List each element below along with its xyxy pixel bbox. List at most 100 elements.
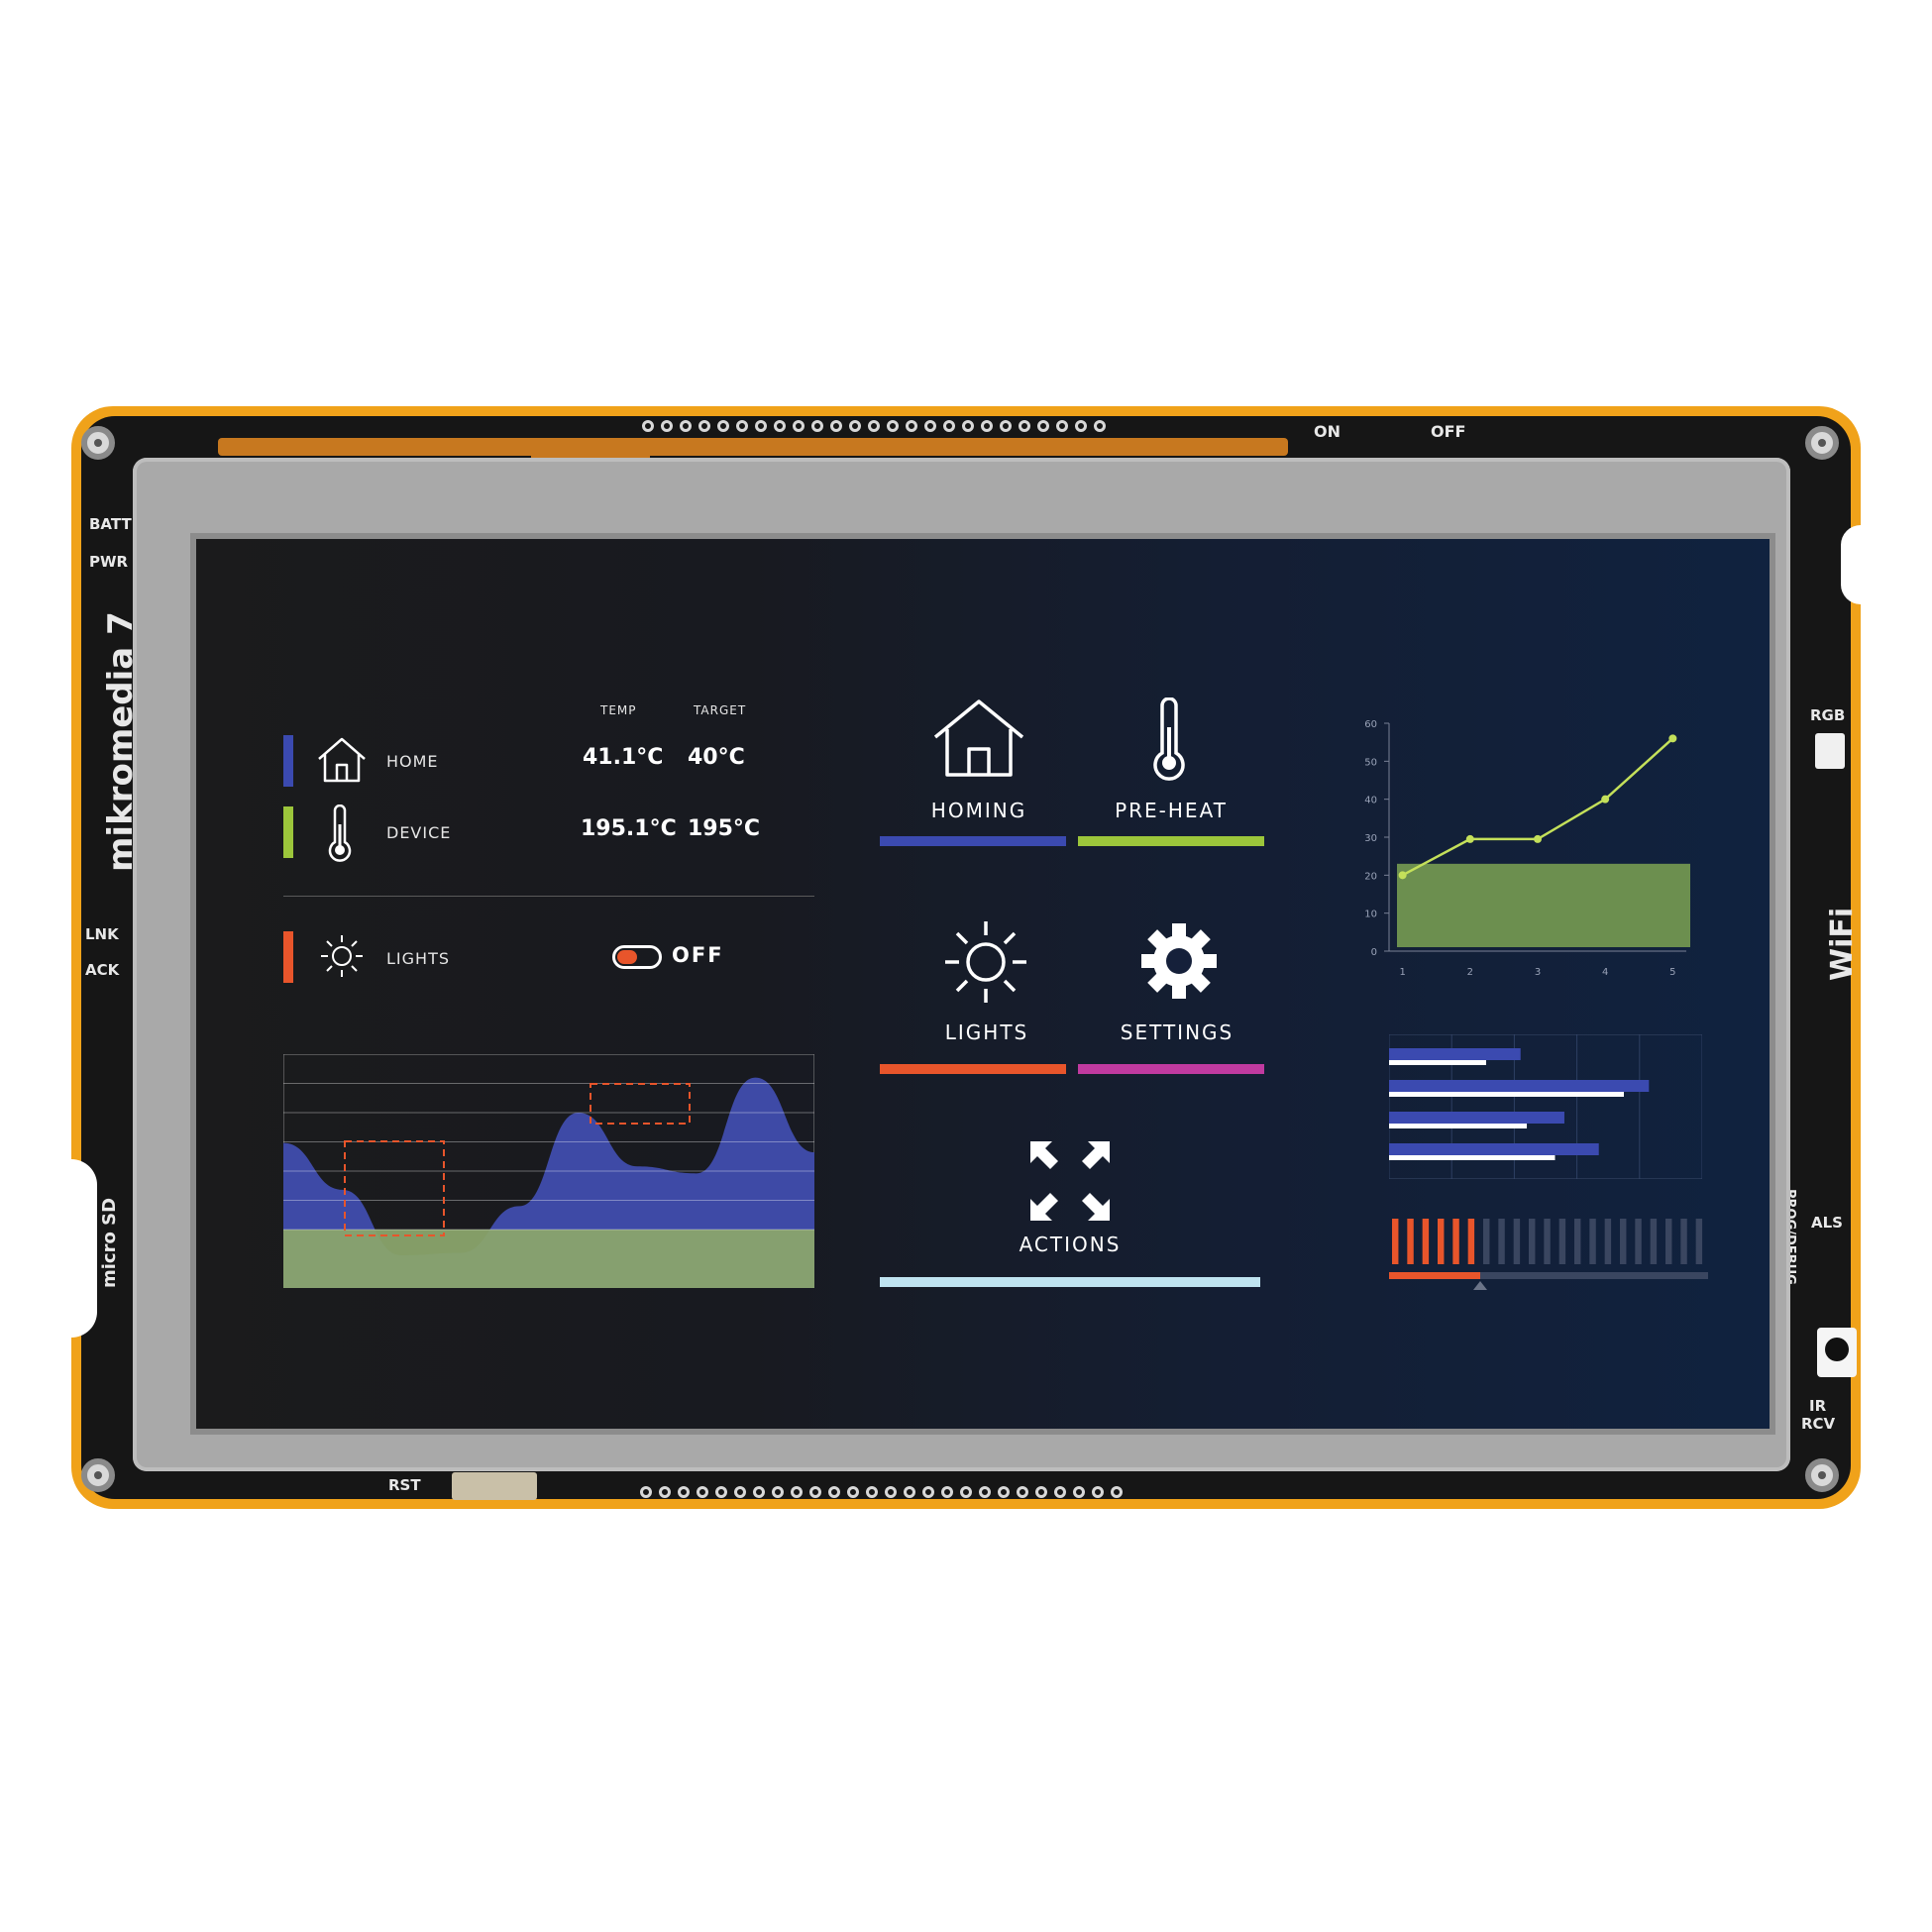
highlight-box bbox=[590, 1083, 691, 1125]
meter-segment bbox=[1665, 1219, 1672, 1264]
meter-segment bbox=[1422, 1219, 1430, 1264]
x-tick-label: 5 bbox=[1669, 967, 1675, 978]
pin-header-top bbox=[642, 420, 1106, 432]
silk-off: OFF bbox=[1431, 422, 1466, 441]
meter-segment bbox=[1604, 1219, 1612, 1264]
data-point bbox=[1398, 871, 1407, 880]
house-icon bbox=[315, 735, 369, 789]
meter-track bbox=[1389, 1272, 1708, 1279]
tile-homing-label[interactable]: HOMING bbox=[930, 799, 1027, 822]
meter-segment bbox=[1558, 1219, 1566, 1264]
meter-segment bbox=[1483, 1219, 1490, 1264]
lights-state: OFF bbox=[672, 943, 724, 967]
sun-icon bbox=[319, 933, 365, 983]
silk-pwr: PWR bbox=[89, 553, 129, 571]
board-notch-left bbox=[71, 1159, 97, 1338]
y-tick-label: 20 bbox=[1364, 871, 1377, 882]
y-tick-label: 50 bbox=[1364, 757, 1377, 768]
bar bbox=[1389, 1048, 1521, 1060]
silk-ir: IR bbox=[1809, 1397, 1827, 1415]
bar bbox=[1389, 1092, 1624, 1097]
meter-segment bbox=[1392, 1219, 1399, 1264]
line-chart: 0 10 20 30 40 50 60 1 2 3 4 5 bbox=[1364, 719, 1690, 978]
silk-microsd: micro SD bbox=[99, 1197, 120, 1288]
meter-segment bbox=[1620, 1219, 1627, 1264]
band-area bbox=[283, 1230, 814, 1288]
silk-wifi: WiFi bbox=[1825, 907, 1860, 981]
bar bbox=[1389, 1060, 1486, 1065]
lights-accent bbox=[283, 931, 293, 983]
home-accent bbox=[283, 735, 293, 787]
thermometer-icon bbox=[325, 804, 355, 866]
meter-segment bbox=[1650, 1219, 1658, 1264]
device-target: 195°C bbox=[688, 816, 761, 841]
mounting-hole bbox=[81, 1458, 115, 1492]
tile-lights-bar[interactable] bbox=[880, 1064, 1066, 1074]
x-tick-label: 1 bbox=[1399, 967, 1405, 978]
tile-homing-bar[interactable] bbox=[880, 836, 1066, 846]
reset-button[interactable] bbox=[452, 1472, 537, 1500]
device-temp: 195.1°C bbox=[581, 816, 677, 841]
bar bbox=[1389, 1112, 1564, 1124]
bar bbox=[1389, 1155, 1556, 1160]
y-tick-label: 10 bbox=[1364, 910, 1377, 920]
silk-batt: BATT bbox=[89, 515, 132, 533]
data-point bbox=[1668, 734, 1677, 743]
meter-segment bbox=[1513, 1219, 1521, 1264]
tile-settings-bar[interactable] bbox=[1078, 1064, 1264, 1074]
meter-segment bbox=[1589, 1219, 1596, 1264]
meter-segment bbox=[1438, 1219, 1445, 1264]
lights-label: LIGHTS bbox=[386, 949, 450, 968]
silk-on: ON bbox=[1314, 422, 1341, 441]
horizontal-bar-chart bbox=[1389, 1034, 1702, 1179]
lights-toggle[interactable] bbox=[612, 945, 662, 969]
data-point bbox=[1601, 795, 1610, 804]
device-label: DEVICE bbox=[386, 823, 452, 842]
y-tick-label: 0 bbox=[1371, 947, 1377, 958]
area-chart bbox=[283, 1054, 814, 1288]
silk-als: ALS bbox=[1811, 1214, 1843, 1232]
tile-actions-bar[interactable] bbox=[880, 1277, 1260, 1287]
ir-receiver bbox=[1817, 1328, 1857, 1377]
tile-actions-label[interactable]: ACTIONS bbox=[1019, 1233, 1122, 1256]
tile-preheat-label[interactable]: PRE-HEAT bbox=[1115, 799, 1228, 822]
silk-rgb: RGB bbox=[1810, 706, 1846, 724]
x-tick-label: 4 bbox=[1602, 967, 1608, 978]
y-tick-label: 60 bbox=[1364, 719, 1377, 730]
bar bbox=[1389, 1143, 1599, 1155]
meter-fill bbox=[1389, 1272, 1480, 1279]
meter-segment bbox=[1407, 1219, 1414, 1264]
tile-lights-label[interactable]: LIGHTS bbox=[944, 1020, 1029, 1044]
pin-header-bottom bbox=[640, 1486, 1123, 1498]
y-tick-label: 30 bbox=[1364, 833, 1377, 844]
x-tick-label: 2 bbox=[1467, 967, 1473, 978]
meter-segment bbox=[1467, 1219, 1475, 1264]
tile-settings-label[interactable]: SETTINGS bbox=[1120, 1020, 1234, 1044]
device-accent bbox=[283, 806, 293, 858]
level-meter bbox=[1389, 1219, 1708, 1290]
expand-arrows-icon bbox=[1028, 1139, 1112, 1227]
home-target: 40°C bbox=[688, 745, 745, 770]
mounting-hole bbox=[1805, 1458, 1839, 1492]
board-notch-right bbox=[1841, 525, 1861, 604]
meter-segment bbox=[1695, 1219, 1703, 1264]
home-temp: 41.1°C bbox=[583, 745, 664, 770]
meter-pointer bbox=[1473, 1281, 1487, 1290]
y-tick-label: 40 bbox=[1364, 796, 1377, 806]
data-point bbox=[1534, 834, 1542, 843]
x-tick-label: 3 bbox=[1535, 967, 1541, 978]
gear-icon bbox=[1139, 921, 1219, 1005]
meter-segment bbox=[1544, 1219, 1551, 1264]
bar bbox=[1389, 1080, 1650, 1092]
silk-rst: RST bbox=[388, 1476, 421, 1494]
meter-segment bbox=[1680, 1219, 1687, 1264]
mounting-hole bbox=[1805, 426, 1839, 460]
meter-segment bbox=[1574, 1219, 1581, 1264]
target-header: TARGET bbox=[694, 703, 747, 717]
tile-preheat-bar[interactable] bbox=[1078, 836, 1264, 846]
divider bbox=[283, 896, 814, 897]
sun-icon bbox=[943, 919, 1028, 1009]
meter-segment bbox=[1498, 1219, 1505, 1264]
mounting-hole bbox=[81, 426, 115, 460]
thermometer-icon bbox=[1149, 697, 1189, 785]
